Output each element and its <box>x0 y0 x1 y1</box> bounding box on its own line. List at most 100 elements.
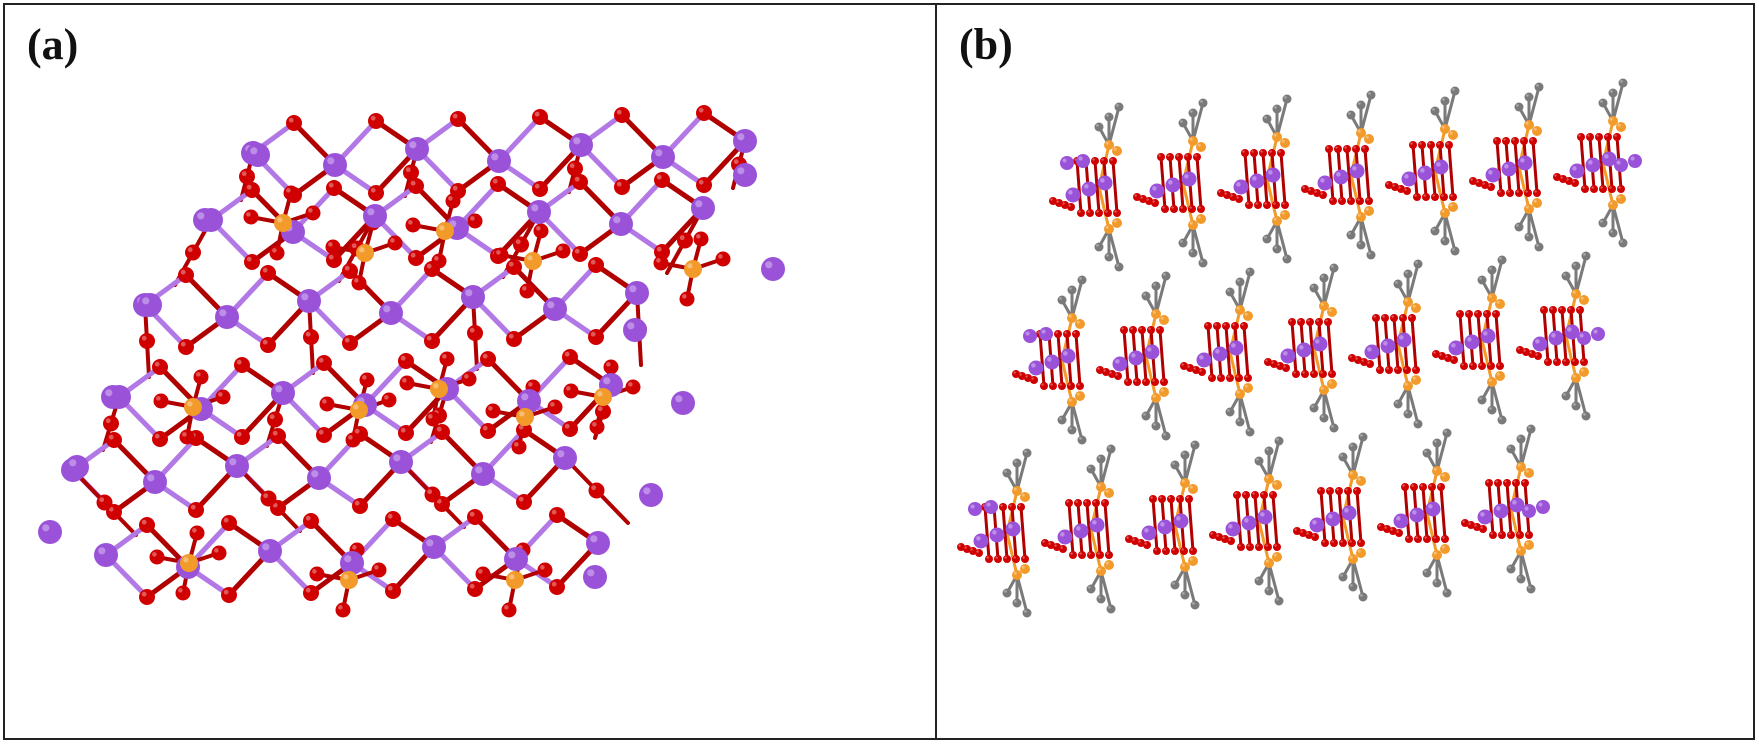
oxygen-atom <box>490 176 506 192</box>
oxygen-atom <box>588 257 604 273</box>
oxygen-atom <box>1251 491 1259 499</box>
bond <box>1224 324 1232 380</box>
carbon-atom <box>1262 114 1272 124</box>
oxygen-atom <box>1562 358 1570 366</box>
atom-highlight <box>99 497 105 503</box>
bond <box>1359 215 1373 257</box>
atom-highlight <box>1522 480 1525 483</box>
oxygen-atom <box>439 351 455 367</box>
oxygen-atom <box>1478 362 1486 370</box>
metal-atom <box>984 500 998 514</box>
bond <box>1374 316 1382 372</box>
metal-atom <box>1097 175 1113 191</box>
bond <box>1411 143 1419 199</box>
atom-highlight <box>1357 213 1361 217</box>
atom-highlight <box>1474 524 1477 527</box>
atom-highlight <box>1273 217 1277 221</box>
atom-highlight <box>1523 349 1526 352</box>
metal-atom <box>583 565 607 589</box>
atom-highlight <box>1068 398 1072 402</box>
atom-highlight <box>1138 540 1141 543</box>
atom-highlight <box>218 392 223 397</box>
metal-atom <box>1317 175 1333 191</box>
atom-highlight <box>214 548 219 553</box>
carbon-atom <box>1012 458 1022 468</box>
bond <box>1351 435 1365 477</box>
atom-highlight <box>1507 190 1510 193</box>
atom-highlight <box>328 242 333 247</box>
oxygen-atom <box>1067 382 1075 390</box>
phosphorus-atom <box>1075 391 1085 401</box>
atom-highlight <box>1449 131 1453 135</box>
atom-highlight <box>1189 221 1193 225</box>
oxygen-atom <box>1105 551 1113 559</box>
bond <box>1505 481 1513 537</box>
atom-highlight <box>322 399 327 404</box>
atom-highlight <box>1160 316 1164 320</box>
atom-highlight <box>426 263 432 269</box>
atom-highlight <box>958 544 961 547</box>
oxygen-atom <box>625 379 641 395</box>
oxygen-atom <box>1193 153 1201 161</box>
atom-highlight <box>1504 164 1509 169</box>
bond <box>1015 451 1029 493</box>
atom-highlight <box>374 565 379 570</box>
carbon-atom <box>1170 580 1180 590</box>
oxygen-atom <box>1372 314 1380 322</box>
oxygen-atom <box>1428 483 1436 491</box>
metal-atom <box>691 196 715 220</box>
atom-highlight <box>698 107 704 113</box>
metal-atom <box>504 547 528 571</box>
atom-highlight <box>1024 450 1027 453</box>
oxygen-atom <box>1158 495 1166 503</box>
oxygen-atom <box>1233 491 1241 499</box>
oxygen-atom <box>1235 374 1243 382</box>
atom-highlight <box>1434 440 1437 443</box>
oxygen-atom <box>1175 153 1183 161</box>
atom-highlight <box>393 454 401 462</box>
atom-highlight <box>1516 190 1519 193</box>
atom-highlight <box>1168 496 1171 499</box>
atom-highlight <box>1378 524 1381 527</box>
atom-highlight <box>628 382 633 387</box>
atom-highlight <box>695 200 703 208</box>
carbon-atom <box>1096 454 1106 464</box>
atom-highlight <box>1350 444 1353 447</box>
oxygen-atom <box>1503 479 1511 487</box>
atom-highlight <box>1311 405 1314 408</box>
oxygen-atom <box>1138 326 1146 334</box>
oxygen-atom <box>1156 326 1164 334</box>
metal-atom <box>1548 330 1564 346</box>
oxygen-atom <box>1087 551 1095 559</box>
atom-highlight <box>1320 302 1324 306</box>
atom-highlight <box>1105 489 1109 493</box>
atom-highlight <box>574 248 580 254</box>
oxygen-atom <box>368 113 384 129</box>
metal-atom <box>1433 159 1449 175</box>
metal-atom <box>471 462 495 486</box>
carbon-atom <box>1526 424 1536 434</box>
atom-highlight <box>1413 367 1416 370</box>
carbon-atom <box>1432 438 1442 448</box>
carbon-atom <box>1254 576 1264 586</box>
oxygen-atom <box>1520 137 1528 145</box>
phosphorus-atom <box>1364 206 1374 216</box>
atom-highlight <box>1335 146 1338 149</box>
atom-highlight <box>1244 518 1249 523</box>
oxygen-atom <box>1437 483 1445 491</box>
phosphorus-atom <box>1180 478 1190 488</box>
atom-highlight <box>1088 586 1091 589</box>
atom-highlight <box>1520 158 1525 163</box>
carbon-atom <box>1442 428 1452 438</box>
atom-highlight <box>679 235 685 241</box>
atom-highlight <box>1330 198 1333 201</box>
oxygen-atom <box>1317 487 1325 495</box>
atom-highlight <box>1610 230 1613 233</box>
atom-highlight <box>1358 540 1361 543</box>
atom-highlight <box>1236 375 1239 378</box>
carbon-atom <box>1366 250 1376 260</box>
metal-atom <box>1141 525 1157 541</box>
oxygen-atom <box>1149 495 1157 503</box>
atom-highlight <box>108 434 114 440</box>
